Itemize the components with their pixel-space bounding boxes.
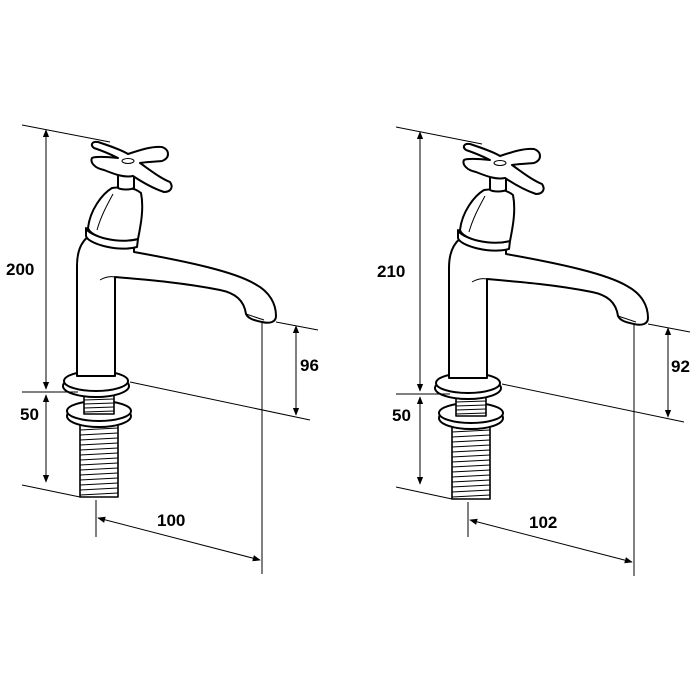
dim-left-total-height: 200: [6, 260, 35, 279]
dim-left-spout-height: 96: [300, 356, 319, 375]
dim-left-base-height: 50: [20, 405, 39, 424]
dim-right-total-height: 210: [377, 262, 406, 281]
dim-right-base-height: 50: [392, 406, 411, 425]
tap-left: [21, 124, 319, 574]
dim-left-spout-reach: 100: [157, 511, 186, 530]
dim-right-spout-reach: 102: [529, 513, 558, 532]
dim-right-spout-height: 92: [671, 357, 690, 376]
tap-right: [395, 126, 691, 576]
